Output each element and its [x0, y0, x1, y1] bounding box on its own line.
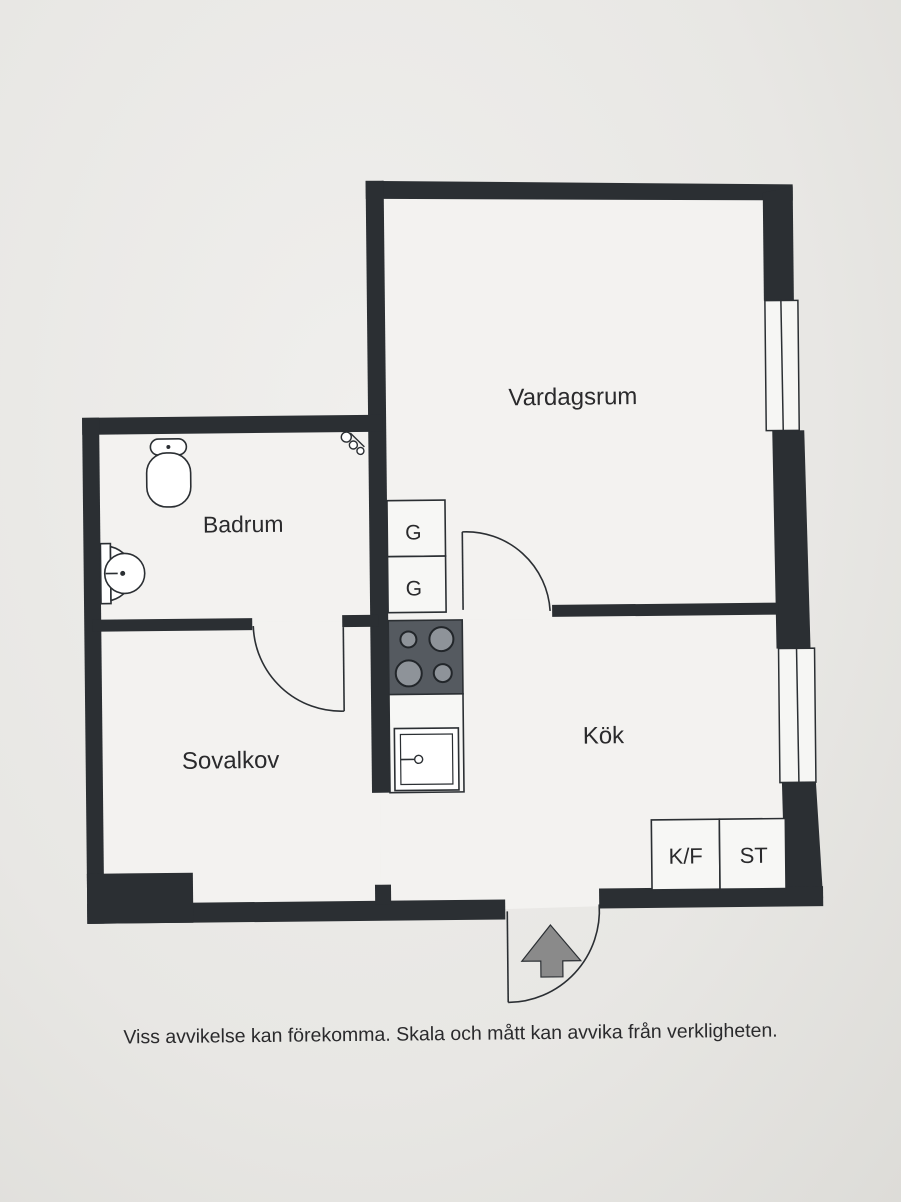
wall-top: [365, 180, 793, 201]
disclaimer-text: Viss avvikelse kan förekomma. Skala och …: [123, 1020, 777, 1049]
room-label-bedroom: Sovalkov: [182, 747, 280, 775]
wall-right-middle: [772, 430, 811, 649]
walls: [82, 180, 824, 924]
storage-cabinet: ST: [718, 817, 787, 890]
window-kitchen: [777, 647, 817, 784]
storage-cabinet-label: ST: [739, 843, 767, 868]
wall-divider-right: [342, 614, 379, 628]
cabinet-g-upper: G: [386, 499, 447, 558]
column-block: [86, 872, 194, 924]
window-living: [764, 299, 801, 432]
shower-icon: [340, 431, 365, 456]
doors: [252, 531, 601, 1004]
toilet-icon: [145, 438, 192, 508]
cabinet-g-lower: G: [386, 555, 447, 614]
entrance-arrow-icon: [520, 924, 583, 978]
fridge-freezer: K/F: [650, 818, 721, 891]
door-entrance: [506, 904, 601, 1004]
door-bedroom: [252, 626, 345, 712]
sink-icon: [99, 542, 146, 605]
wall-kitchen-living: [552, 602, 779, 617]
wall-right-upper: [762, 186, 794, 301]
fridge-freezer-label: K/F: [668, 843, 702, 868]
wall-bottom-right: [599, 886, 824, 909]
windows: [764, 299, 817, 784]
wall-central: [365, 180, 391, 793]
wall-right-lower: [781, 782, 824, 899]
cabinet-g-upper-label: G: [405, 521, 422, 544]
wall-stub: [374, 884, 392, 905]
stove-icon: [387, 619, 464, 696]
wall-divider-left: [92, 618, 253, 632]
room-label-living: Vardagsrum: [508, 383, 637, 411]
cabinet-g-lower-label: G: [406, 577, 423, 600]
kitchen-sink-icon: [388, 693, 465, 794]
door-kitchen-living: [461, 531, 551, 611]
wall-bathroom-top: [82, 414, 383, 435]
wall-left: [82, 417, 105, 924]
room-label-bathroom: Badrum: [203, 511, 284, 538]
room-label-kitchen: Kök: [583, 722, 626, 749]
